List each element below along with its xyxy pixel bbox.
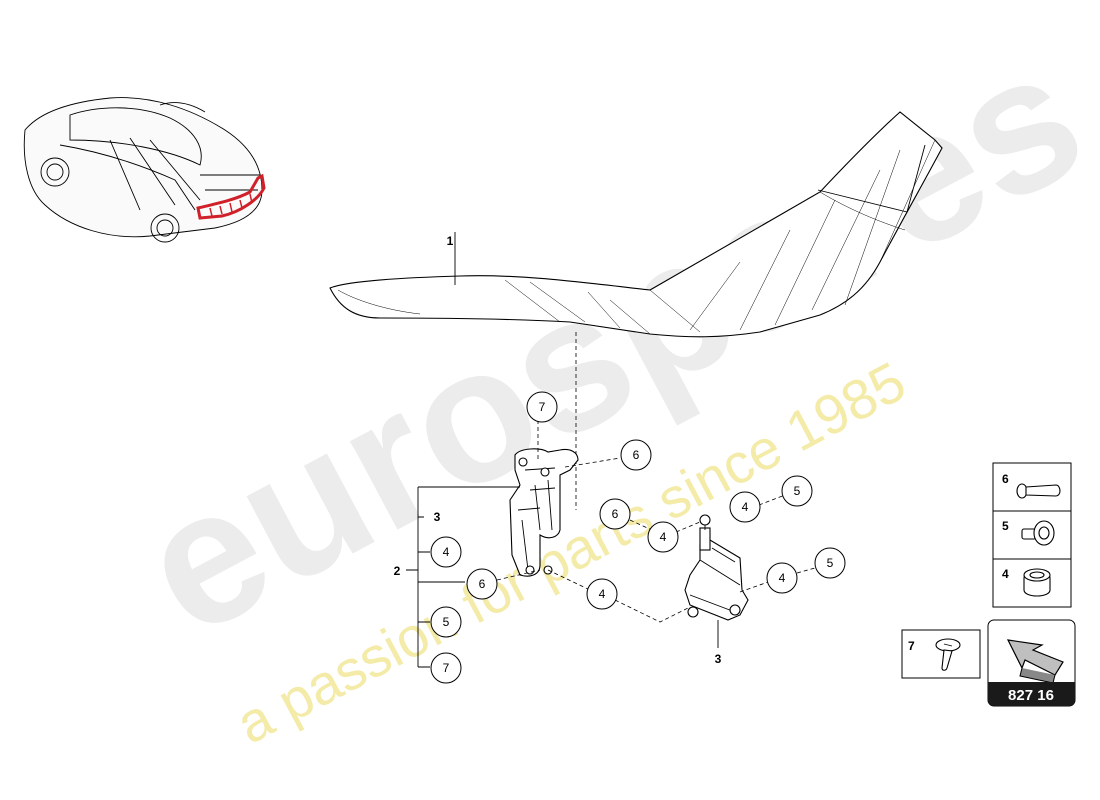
arrow-icon <box>1006 639 1064 684</box>
callout-1[interactable]: 1 <box>447 234 454 248</box>
callout-3-motor[interactable]: 3 <box>715 652 722 666</box>
bracket-2-label: 2 <box>394 564 401 578</box>
legend-4-num: 4 <box>1002 567 1009 581</box>
legend-item-7[interactable]: 7 <box>901 629 981 679</box>
callout-7-top[interactable]: 7 <box>526 391 558 423</box>
bracket-4-label: 4 <box>443 545 450 559</box>
bracket-callout-5[interactable]: 5 <box>430 606 462 638</box>
highlighted-spoiler <box>196 173 266 220</box>
bolt-icon <box>1016 483 1061 499</box>
callout-4-right-top[interactable]: 4 <box>729 491 761 523</box>
callout-4-lower-label: 4 <box>599 587 606 601</box>
callout-5-right-top-label: 5 <box>794 484 801 498</box>
callout-1-label: 1 <box>447 234 454 248</box>
bush-icon <box>1023 568 1051 597</box>
callout-4-right-bottom[interactable]: 4 <box>766 562 798 594</box>
legend-item-4[interactable]: 4 <box>1002 567 1051 597</box>
legend-5-num: 5 <box>1002 519 1009 533</box>
watermark-brand: eurospares <box>110 8 1100 676</box>
bracket-5-label: 5 <box>443 615 450 629</box>
bracket-callout-7[interactable]: 7 <box>430 652 462 684</box>
nav-badge-code: 827 16 <box>1008 687 1054 704</box>
callout-4-mid[interactable]: 4 <box>647 521 679 553</box>
bracket-3-label: 3 <box>434 510 441 524</box>
legend-item-5[interactable]: 5 <box>1002 519 1055 546</box>
bracket-group: 2 3 4 6 5 7 <box>394 510 498 684</box>
bracket-callout-4[interactable]: 4 <box>430 536 462 568</box>
screw-icon <box>935 638 961 671</box>
bracket-6-label: 6 <box>479 577 486 591</box>
grommet-icon <box>1021 520 1055 546</box>
callout-6-mid-label: 6 <box>612 507 619 521</box>
legend-6-num: 6 <box>1002 472 1009 486</box>
callout-3-motor-label: 3 <box>715 652 722 666</box>
callout-5-right-bottom-label: 5 <box>827 556 834 570</box>
callout-6-upper[interactable]: 6 <box>620 439 652 471</box>
callout-6-mid[interactable]: 6 <box>599 498 631 530</box>
callout-6-upper-label: 6 <box>633 448 640 462</box>
callout-5-right-top[interactable]: 5 <box>781 475 813 507</box>
legend-item-6[interactable]: 6 <box>1002 472 1061 499</box>
legend-7-num: 7 <box>908 639 915 653</box>
nav-badge[interactable]: 827 16 <box>987 619 1076 707</box>
callout-4-right-top-label: 4 <box>742 500 749 514</box>
bracket-7-label: 7 <box>443 661 450 675</box>
bracket-callout-6[interactable]: 6 <box>466 568 498 600</box>
callout-5-right-bottom[interactable]: 5 <box>814 547 846 579</box>
actuator-motor <box>684 514 749 621</box>
rear-spoiler <box>329 111 943 338</box>
legend-panel: 6 5 4 <box>992 462 1072 608</box>
callout-4-lower[interactable]: 4 <box>586 578 618 610</box>
car-thumbnail <box>23 97 266 243</box>
callout-4-mid-label: 4 <box>660 530 667 544</box>
callout-7-top-label: 7 <box>539 400 546 414</box>
callout-4-right-bottom-label: 4 <box>779 571 786 585</box>
